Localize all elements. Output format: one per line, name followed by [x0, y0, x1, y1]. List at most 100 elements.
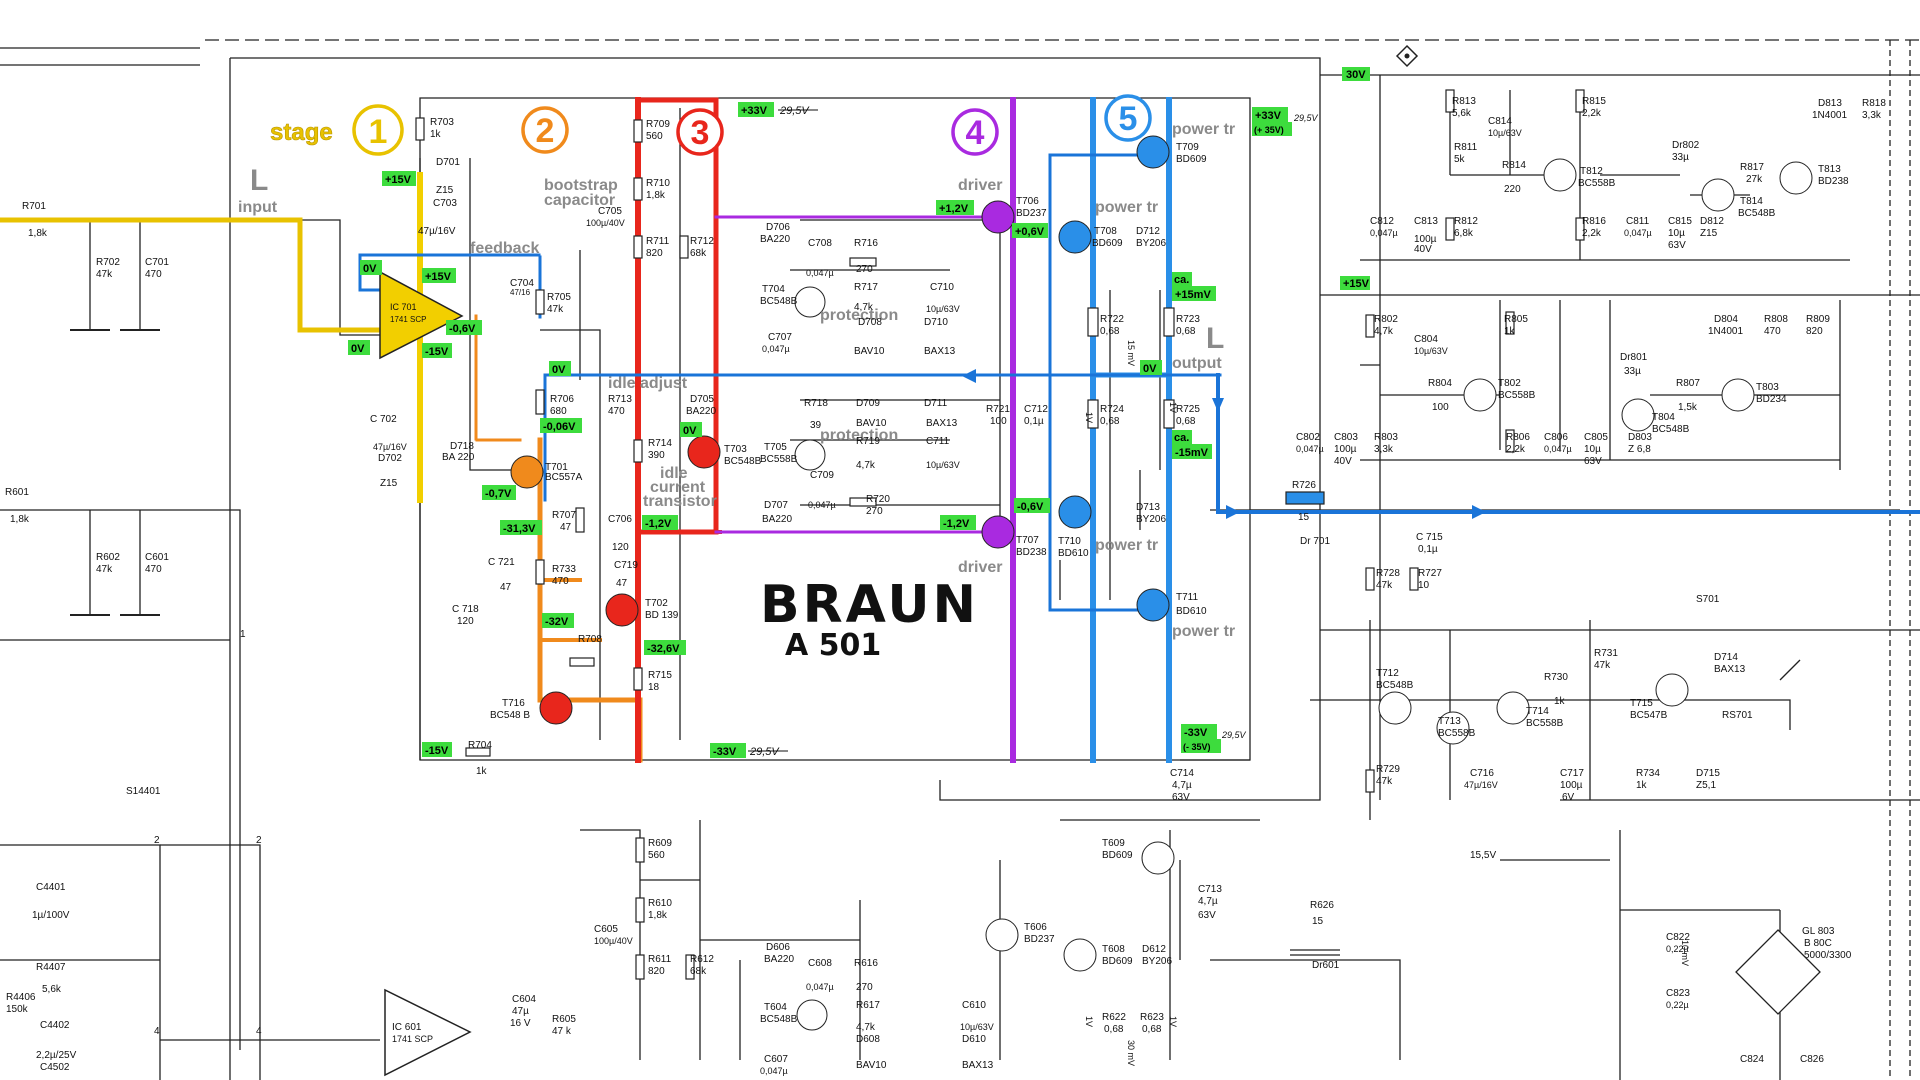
schematic-label-components-70: R714: [648, 438, 672, 449]
schematic-label-components-12: R703: [430, 117, 454, 128]
t704-transistor: [794, 286, 826, 318]
schematic-label-components-319: 15: [1312, 916, 1324, 927]
schematic-label-components-109: BA220: [762, 514, 792, 525]
schematic-label-components-226: D803: [1628, 432, 1652, 443]
schematic-label-components-254: 1k: [1636, 780, 1648, 791]
schematic-label-components-56: R709: [646, 119, 670, 130]
schematic-label-components-112: T707: [1016, 535, 1039, 546]
schematic-label-voltages-v_p15m: +15mV: [1175, 289, 1211, 301]
schematic-label-components-208: R807: [1676, 378, 1700, 389]
schematic-label-components-20: R705: [547, 292, 571, 303]
schematic-label-components-257: 15,5V: [1470, 850, 1496, 861]
schematic-label-components-323: C823: [1666, 988, 1690, 999]
schematic-label-components-194: R805: [1504, 314, 1528, 325]
schematic-label-components-66: R713: [608, 394, 632, 405]
schematic-label-components-283: C605: [594, 924, 618, 935]
schematic-label-components-189: BC548B: [1738, 208, 1776, 219]
schematic-label-components-113: BD238: [1016, 547, 1047, 558]
schematic-label-components-218: 3,3k: [1374, 444, 1394, 455]
struck-values: 29,5V 29,5V 29,5V 29,5V: [748, 105, 1319, 758]
schematic-label-components-114: T708: [1094, 226, 1117, 237]
schematic-label-voltages-v_m15m: -15mV: [1175, 447, 1209, 459]
feedback-path: [358, 253, 1222, 502]
schematic-label-components-314: R622: [1102, 1012, 1126, 1023]
schematic-label-components-261: R4407: [36, 962, 66, 973]
schematic-label-components-118: T709: [1176, 142, 1199, 153]
schematic-label-components-321: C822: [1666, 932, 1690, 943]
schematic-label-components-48: R708: [578, 634, 602, 645]
schematic-label-voltages-v_m33r: -33V: [1184, 727, 1208, 739]
schematic-label-components-172: C812: [1370, 216, 1394, 227]
label-driver-b: driver: [958, 559, 1002, 576]
schematic-label-components-68: D705: [690, 394, 714, 405]
vt-p15b: +15V: [422, 268, 456, 283]
schematic-label-components-3: 47k: [96, 269, 113, 280]
schematic-label-components-160: Dr802: [1672, 140, 1700, 151]
schematic-label-components-271: 47µ: [512, 1006, 529, 1017]
schematic-label-components-295: C610: [962, 1000, 986, 1011]
schematic-label-components-141: R726: [1292, 480, 1316, 491]
schematic-label-components-96: D711: [924, 398, 948, 409]
schematic-label-components-260: 1µ/100V: [32, 910, 70, 921]
vt-p06: +0,6V: [1012, 223, 1048, 238]
schematic-label-components-219: R806: [1506, 432, 1530, 443]
schematic-label-components-309: BD237: [1024, 934, 1055, 945]
schematic-label-components-69: BA220: [686, 406, 716, 417]
schematic-label-components-155: 5k: [1454, 154, 1466, 165]
schematic-label-components-325: GL 803: [1802, 926, 1835, 937]
schematic-label-components-229: BC548B: [1652, 424, 1690, 435]
schematic-label-components-1: 1,8k: [28, 228, 48, 239]
schematic-label-components-262: 5,6k: [42, 984, 62, 995]
schematic-label-components-5: 470: [145, 269, 162, 280]
schematic-label-components-168: R818: [1862, 98, 1886, 109]
schematic-label-components-59: 1,8k: [646, 190, 666, 201]
schematic-label-components-284: 100µ/40V: [594, 936, 633, 946]
schematic-label-components-178: 6,8k: [1454, 228, 1474, 239]
schematic-label-components-300: BAX13: [962, 1060, 994, 1071]
schematic-label-components-75: BA220: [760, 234, 790, 245]
schematic-label-components-111: BD237: [1016, 208, 1047, 219]
schematic-label-components-200: R809: [1806, 314, 1830, 325]
schematic-label-struck-s3: 29,5V: [1293, 113, 1319, 123]
schematic-label-components-240: 1k: [1554, 696, 1566, 707]
schematic-label-components-296: 10µ/63V: [960, 1022, 994, 1032]
schematic-label-components-315: 0,68: [1104, 1024, 1124, 1035]
label-power-c: power tr: [1095, 537, 1158, 554]
stage-2-number: 2: [536, 112, 555, 150]
vt-m006: -0,06V: [540, 418, 582, 433]
schematic-label-components-38: R733: [552, 564, 576, 575]
vt-30: 30V: [1342, 67, 1370, 81]
schematic-label-components-239: R730: [1544, 672, 1568, 683]
annotation-labels: L input feedback bootstrap capacitor idl…: [238, 121, 1235, 640]
t705-transistor: [794, 439, 826, 471]
schematic-label-components-328: C824: [1740, 1054, 1764, 1065]
schematic-label-struck-s1: 29,5V: [779, 105, 810, 117]
schematic-label-components-184: 10µ: [1668, 228, 1685, 239]
schematic-label-components-31: 680: [550, 406, 567, 417]
schematic-label-components-230: S701: [1696, 594, 1720, 605]
base-wiring: [0, 39, 1920, 1080]
schematic-label-components-326: B 80C: [1804, 938, 1832, 949]
schematic-label-voltages-v_p35: (+ 35V): [1254, 125, 1284, 135]
t709-transistor: [1136, 135, 1170, 169]
schematic-label-components-238: 47k: [1594, 660, 1611, 671]
schematic-label-components-215: 100µ: [1334, 444, 1357, 455]
schematic-label-components-165: 27k: [1746, 174, 1763, 185]
schematic-label-components-244: BAX13: [1714, 664, 1746, 675]
schematic-label-components-148: R727: [1418, 568, 1442, 579]
opamp-ic701: [379, 270, 464, 360]
schematic-label-components-24: C 702: [370, 414, 397, 425]
schematic-label-components-253: R734: [1636, 768, 1660, 779]
schematic-label-components-115: BD609: [1092, 238, 1123, 249]
schematic-label-components-329: C826: [1800, 1054, 1824, 1065]
vt-ca2: ca.: [1172, 430, 1192, 444]
schematic-label-components-291: T604: [764, 1002, 787, 1013]
schematic-label-components-91: 0,047µ: [762, 344, 790, 354]
schematic-label-components-227: Z 6,8: [1628, 444, 1651, 455]
schematic-label-voltages-v_0d: 0V: [683, 425, 697, 437]
schematic-label-components-332: 2: [154, 835, 160, 846]
schematic-label-voltages-v_m15a: -15V: [425, 346, 449, 358]
schematic-label-components-108: D707: [764, 500, 788, 511]
schematic-label-components-267: C4502: [40, 1062, 70, 1073]
schematic-label-components-157: 220: [1504, 184, 1521, 195]
